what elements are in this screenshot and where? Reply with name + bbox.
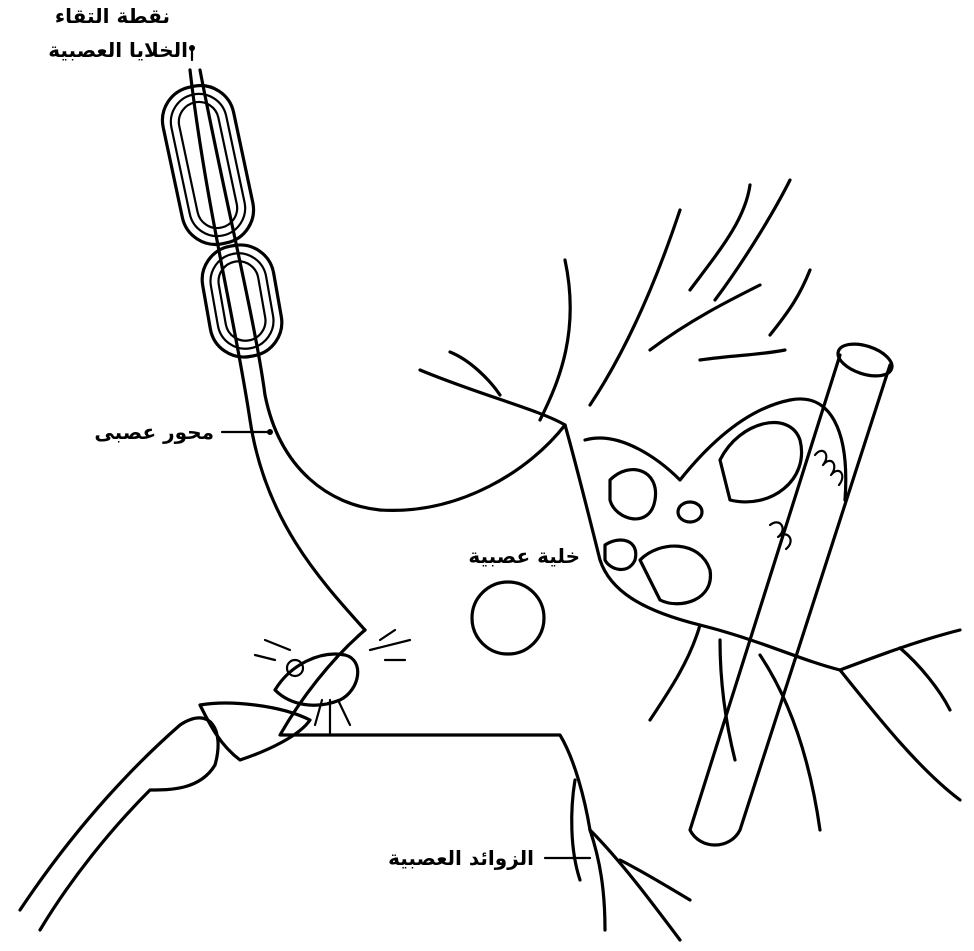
synapse-label-line1: نقطة التقاء	[55, 6, 170, 26]
axon-label: محور عصبى	[94, 422, 214, 442]
nucleus	[472, 582, 544, 654]
dendrites-upper	[420, 180, 810, 425]
glial-cell	[585, 399, 846, 604]
dendrites-label: الزوائد العصبية	[388, 848, 534, 868]
dendrites-lower	[572, 780, 690, 940]
blood-vessel	[690, 338, 896, 845]
synapse-terminal	[20, 630, 410, 930]
synapse-label-line2: الخلايا العصبية	[48, 40, 188, 60]
myelin-sheath	[156, 79, 287, 362]
dendrites-right	[650, 625, 960, 830]
cell-label: خلية عصبية	[468, 546, 580, 566]
